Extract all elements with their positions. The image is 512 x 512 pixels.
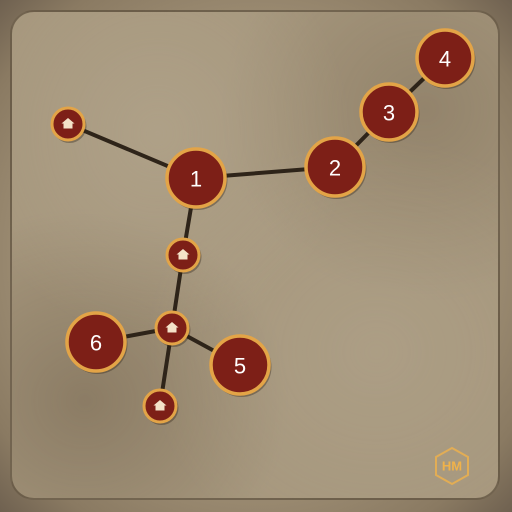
node-circle xyxy=(359,82,419,142)
house-node-h4[interactable] xyxy=(142,388,179,425)
house-roof xyxy=(165,322,179,328)
level-number: 1 xyxy=(190,167,202,192)
level-node-3[interactable]: 3 xyxy=(359,82,420,143)
house-node-h2[interactable] xyxy=(165,237,202,274)
level-number: 2 xyxy=(329,156,341,181)
watermark-logo: HM xyxy=(435,446,469,486)
house-body xyxy=(178,254,188,260)
level-number: 3 xyxy=(383,101,395,126)
level-number: 6 xyxy=(90,331,102,356)
watermark-text: HM xyxy=(442,459,462,474)
logo-badge-icon xyxy=(435,446,469,486)
house-body xyxy=(167,327,177,333)
house-body xyxy=(155,405,165,411)
level-number: 4 xyxy=(439,47,451,72)
house-body xyxy=(63,123,73,129)
level-node-4[interactable]: 4 xyxy=(415,28,476,89)
level-node-1[interactable]: 1 xyxy=(165,147,228,210)
node-circle xyxy=(165,147,227,209)
house-node-h1[interactable] xyxy=(50,106,87,143)
node-circle xyxy=(209,334,271,396)
level-node-2[interactable]: 2 xyxy=(304,136,367,199)
node-circle xyxy=(304,136,366,198)
map-nodes: 1 2 3 4 5 6 xyxy=(50,28,476,425)
house-roof xyxy=(176,249,190,255)
house-roof xyxy=(61,118,75,124)
house-icon xyxy=(165,322,179,333)
node-circle xyxy=(415,28,475,88)
map-panel xyxy=(10,10,500,500)
level-node-6[interactable]: 6 xyxy=(65,311,128,374)
level-number: 5 xyxy=(234,354,246,379)
house-roof xyxy=(153,400,167,406)
level-node-5[interactable]: 5 xyxy=(209,334,272,397)
house-icon xyxy=(61,118,75,129)
node-circle xyxy=(65,311,127,373)
house-icon xyxy=(153,400,167,411)
house-icon xyxy=(176,249,190,260)
house-node-h3[interactable] xyxy=(154,310,191,347)
